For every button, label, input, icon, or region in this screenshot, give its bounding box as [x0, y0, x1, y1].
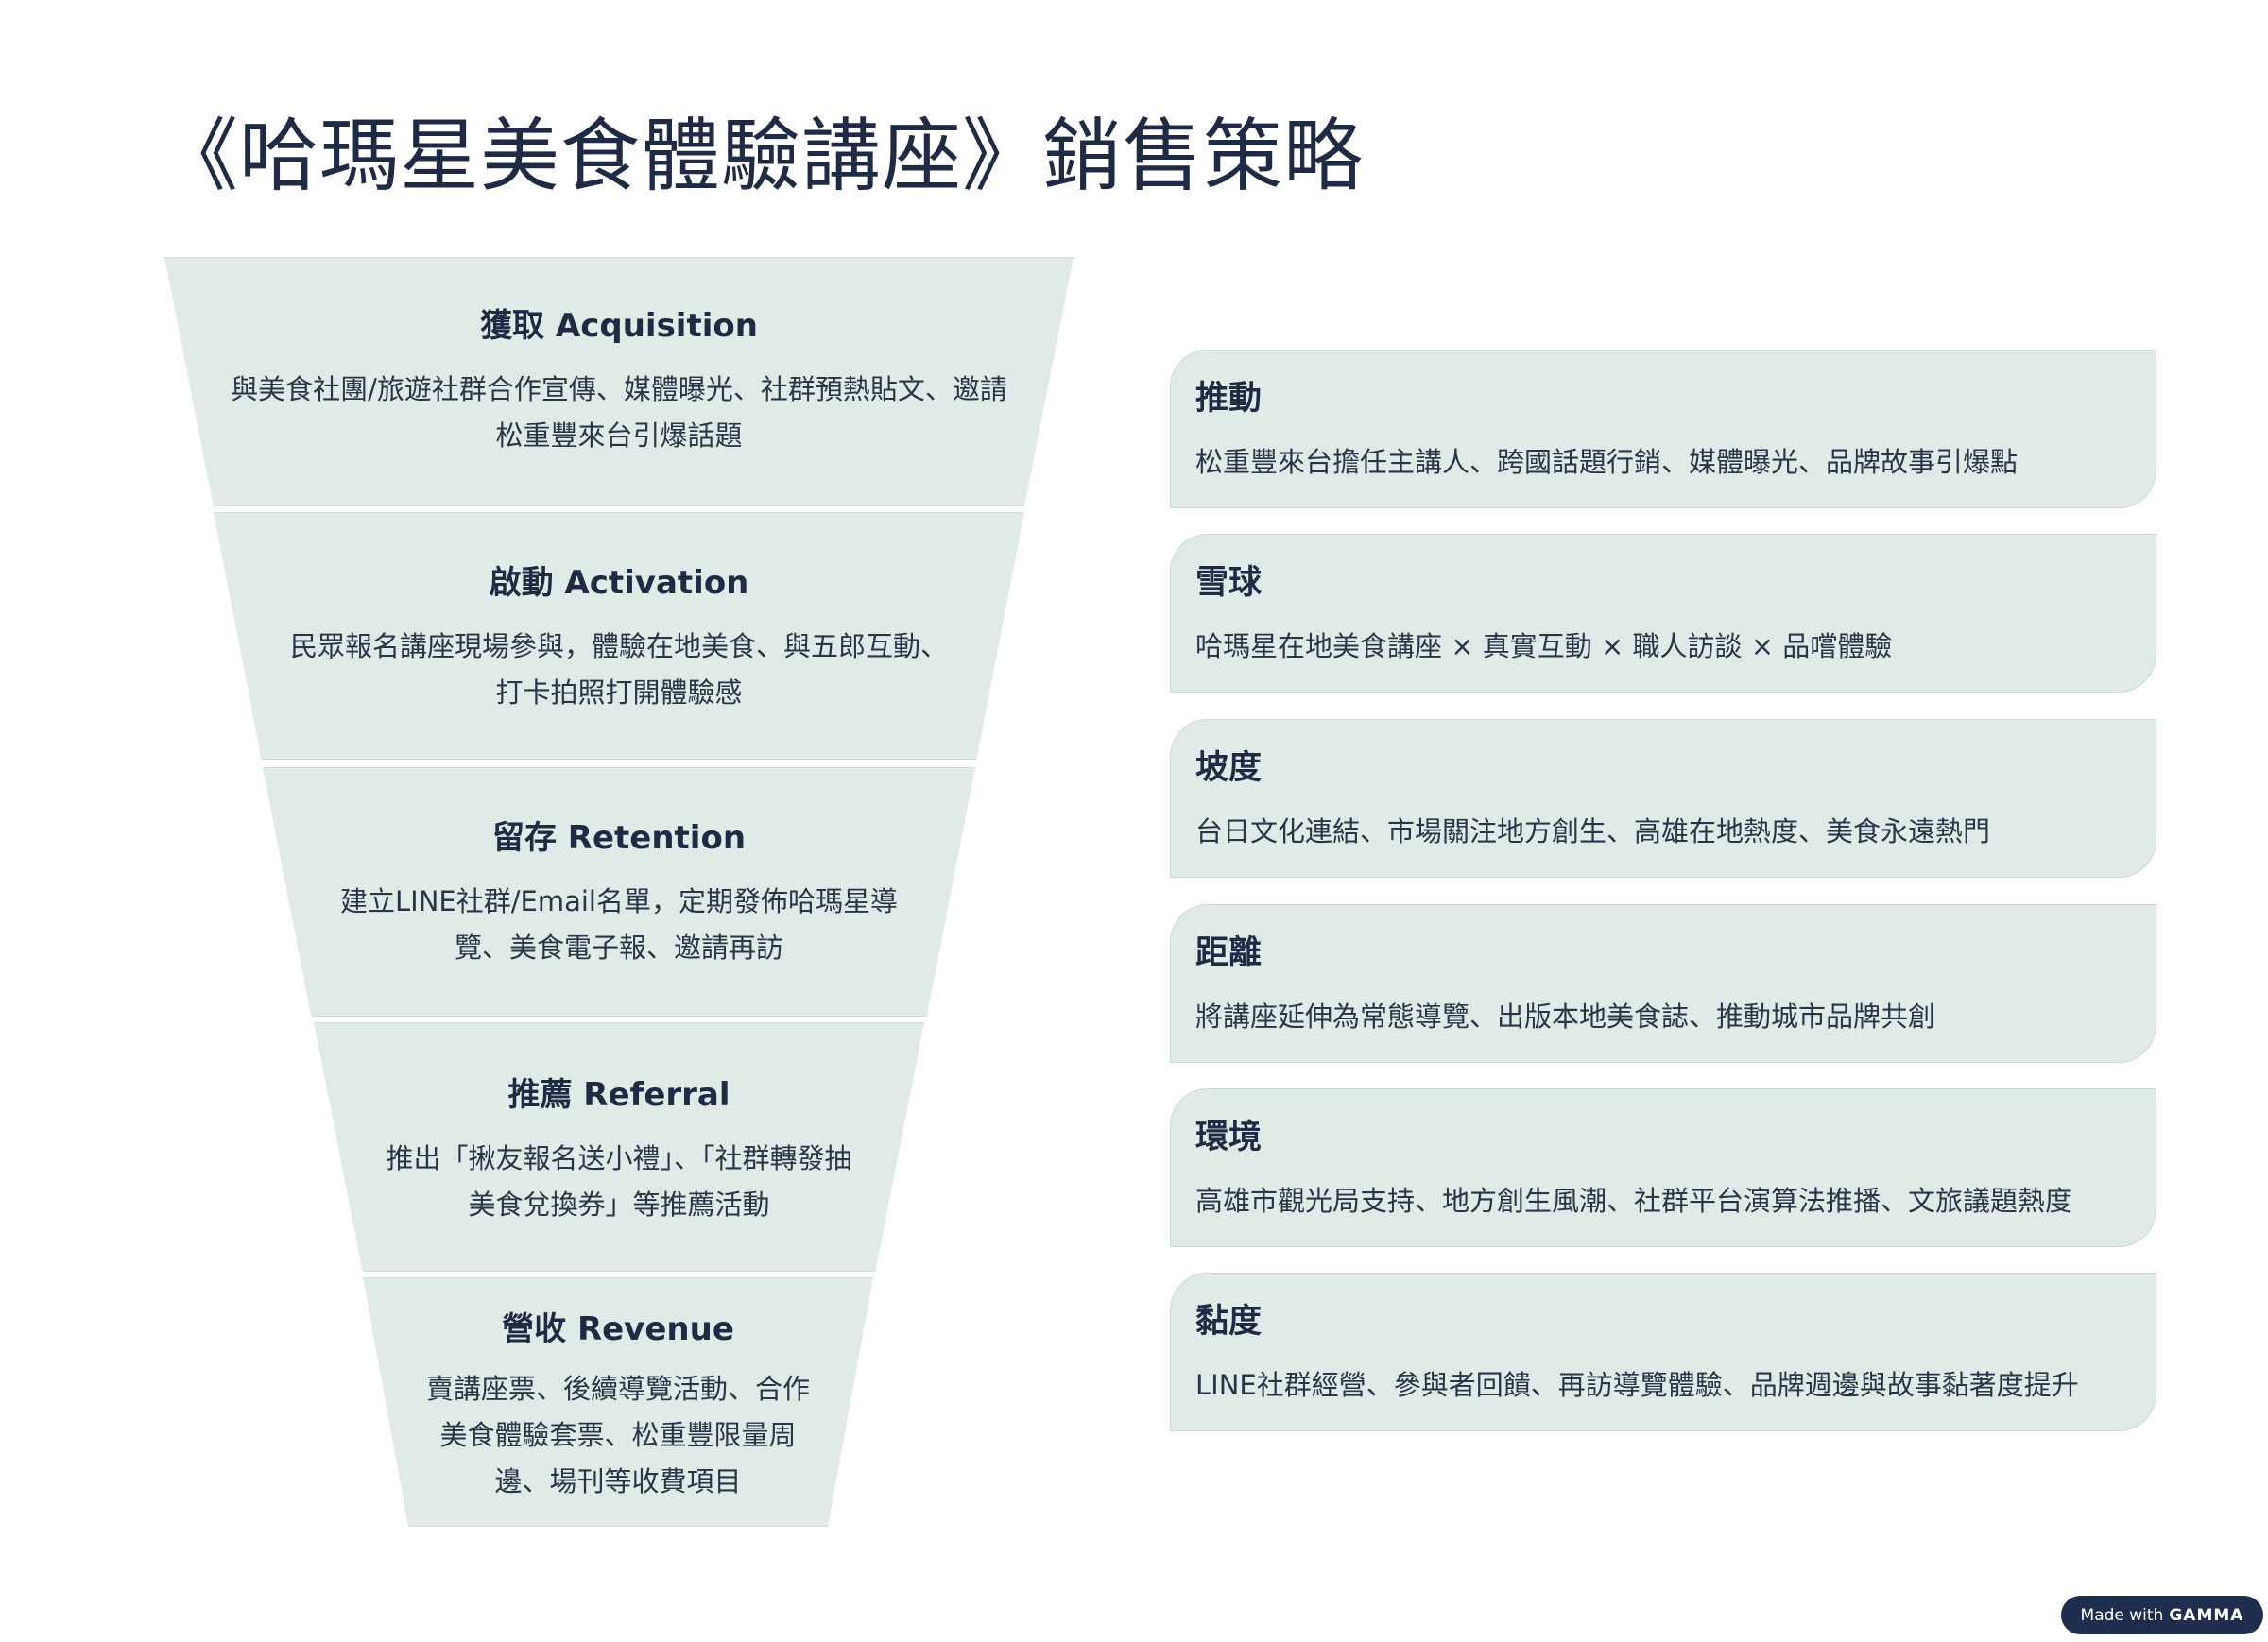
funnel-layer-title: 留存 Retention	[491, 819, 747, 857]
badge-prefix: Made with	[2080, 1605, 2164, 1625]
funnel-layer-title: 營收 Revenue	[502, 1310, 734, 1348]
factor-card-desc: 哈瑪星在地美食講座 × 真實互動 × 職人訪談 × 品嚐體驗	[1195, 630, 1893, 662]
funnel-layer-desc: 覽、美食電子報、邀請再訪	[454, 932, 783, 964]
funnel-layer-desc: 松重豐來台引爆話題	[495, 419, 743, 452]
factor-card-desc: LINE社群經營、參與者回饋、再訪導覽體驗、品牌週邊與故事黏著度提升	[1195, 1369, 2079, 1401]
factor-card-push: 推動 松重豐來台擔任主講人、跨國話題行銷、媒體曝光、品牌故事引爆點	[1170, 350, 2156, 508]
funnel-layer-revenue: 營收 Revenue 賣講座票、後續導覽活動、合作 美食體驗套票、松重豐限量周 …	[363, 1277, 873, 1527]
funnel-layer-desc: 推出「揪友報名送小禮」、「社群轉發抽	[386, 1142, 852, 1174]
factor-card-desc: 將講座延伸為常態導覽、出版本地美食誌、推動城市品牌共創	[1195, 1001, 1936, 1033]
factor-card-title: 環境	[1195, 1119, 1263, 1156]
factor-card-distance: 距離 將講座延伸為常態導覽、出版本地美食誌、推動城市品牌共創	[1170, 904, 2156, 1063]
funnel-layer-desc: 建立LINE社群/Email名單，定期發佈哈瑪星導	[340, 885, 898, 917]
funnel-layer-title: 啟動 Activation	[489, 564, 749, 602]
factor-card-desc: 台日文化連結、市場關注地方創生、高雄在地熱度、美食永遠熱門	[1195, 815, 1991, 847]
funnel-layer-acquisition: 獲取 Acquisition 與美食社團/旅遊社群合作宣傳、媒體曝光、社群預熱貼…	[164, 257, 1074, 506]
funnel-layer-referral: 推薦 Referral 推出「揪友報名送小禮」、「社群轉發抽 美食兌換券」等推薦…	[314, 1022, 924, 1272]
page-title: 《哈瑪星美食體驗講座》銷售策略	[159, 110, 1365, 202]
factor-card-environment: 環境 高雄市觀光局支持、地方創生風潮、社群平台演算法推播、文旅議題熱度	[1170, 1088, 2156, 1247]
funnel-layer-title: 獲取 Acquisition	[480, 307, 758, 345]
factor-card-slope: 坡度 台日文化連結、市場關注地方創生、高雄在地熱度、美食永遠熱門	[1170, 719, 2156, 878]
factor-card-desc: 松重豐來台擔任主講人、跨國話題行銷、媒體曝光、品牌故事引爆點	[1195, 446, 2019, 478]
factor-card-desc: 高雄市觀光局支持、地方創生風潮、社群平台演算法推播、文旅議題熱度	[1195, 1185, 2073, 1217]
factor-card-snowball: 雪球 哈瑪星在地美食講座 × 真實互動 × 職人訪談 × 品嚐體驗	[1170, 534, 2156, 693]
funnel-layer-desc: 賣講座票、後續導覽活動、合作	[425, 1373, 810, 1405]
factor-card-title: 推動	[1195, 380, 1263, 418]
factor-card-title: 黏度	[1195, 1303, 1263, 1341]
factor-card-title: 距離	[1195, 934, 1263, 972]
funnel-layer-retention: 留存 Retention 建立LINE社群/Email名單，定期發佈哈瑪星導 覽…	[263, 767, 975, 1017]
factor-card-stickiness: 黏度 LINE社群經營、參與者回饋、再訪導覽體驗、品牌週邊與故事黏著度提升	[1170, 1273, 2156, 1431]
funnel-layer-desc: 美食兌換券」等推薦活動	[468, 1189, 770, 1221]
factor-card-title: 雪球	[1195, 564, 1263, 602]
gamma-logo: GAMMA	[2169, 1605, 2244, 1625]
funnel-layer-desc: 打卡拍照打開體驗感	[495, 676, 743, 709]
funnel-layer-desc: 與美食社團/旅遊社群合作宣傳、媒體曝光、社群預熱貼文、邀請	[231, 373, 1007, 405]
funnel-layer-desc: 邊、場刊等收費項目	[494, 1465, 742, 1497]
funnel-layer-title: 推薦 Referral	[507, 1076, 730, 1114]
factor-card-title: 坡度	[1195, 749, 1263, 787]
funnel-layer-activation: 啟動 Activation 民眾報名講座現場參與，體驗在地美食、與五郎互動、 打…	[214, 512, 1024, 760]
made-with-gamma-badge[interactable]: Made with GAMMA	[2061, 1596, 2263, 1634]
funnel-layer-desc: 民眾報名講座現場參與，體驗在地美食、與五郎互動、	[289, 630, 948, 662]
funnel-layer-desc: 美食體驗套票、松重豐限量周	[439, 1419, 797, 1451]
